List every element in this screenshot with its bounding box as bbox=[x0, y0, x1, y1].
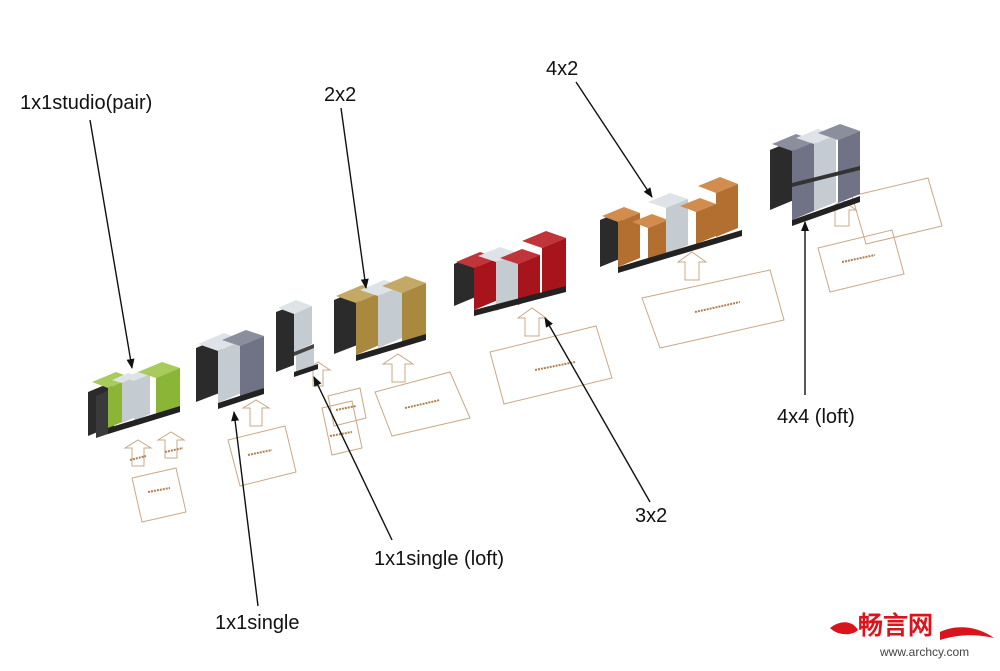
label-4x4-loft: 4x4 (loft) bbox=[777, 406, 855, 428]
studio-pair-plan-outline bbox=[123, 431, 187, 523]
three-by-two-plan-outline bbox=[489, 307, 613, 405]
label-1x1-single: 1x1single bbox=[215, 612, 300, 634]
unit-1x1-studio-pair bbox=[88, 362, 187, 523]
unit-1x1-single bbox=[196, 330, 297, 487]
four-by-four-plan-outline bbox=[817, 177, 943, 293]
single-massing bbox=[196, 330, 264, 409]
studio-pair-massing bbox=[88, 362, 180, 438]
four-by-four-massing bbox=[770, 124, 860, 226]
arrow-3x2 bbox=[544, 317, 651, 503]
unit-3x2 bbox=[454, 231, 613, 405]
arrow-2x2 bbox=[340, 107, 369, 289]
label-4x2: 4x2 bbox=[546, 58, 579, 80]
watermark-brand: 畅言网 bbox=[858, 611, 934, 640]
single-loft-plan-outline bbox=[304, 361, 367, 456]
label-2x2: 2x2 bbox=[324, 84, 357, 106]
unit-4x4-loft bbox=[770, 124, 943, 293]
watermark-url: www.archcy.com bbox=[880, 645, 970, 659]
arrow-1x1-single bbox=[231, 411, 259, 607]
four-by-two-plan-outline bbox=[641, 251, 785, 349]
label-3x2: 3x2 bbox=[635, 505, 668, 527]
label-1x1-studio-pair: 1x1studio(pair) bbox=[20, 92, 153, 114]
unit-4x2 bbox=[600, 177, 785, 349]
three-by-two-massing bbox=[454, 231, 566, 316]
arrow-studio-pair bbox=[89, 119, 135, 369]
archcy-logo-swoosh bbox=[830, 622, 994, 640]
arrow-4x2 bbox=[575, 81, 653, 198]
leader-arrows bbox=[89, 81, 809, 607]
two-by-two-massing bbox=[334, 276, 426, 361]
single-plan-outline bbox=[227, 399, 297, 487]
single-loft-massing bbox=[276, 300, 318, 377]
label-1x1-single-loft: 1x1single (loft) bbox=[374, 548, 505, 570]
unit-2x2 bbox=[334, 276, 471, 437]
four-by-two-massing bbox=[600, 177, 742, 273]
arrow-1x1-single-loft bbox=[313, 376, 393, 541]
two-by-two-plan-outline bbox=[374, 353, 471, 437]
unit-1x1-single-loft bbox=[276, 300, 367, 456]
